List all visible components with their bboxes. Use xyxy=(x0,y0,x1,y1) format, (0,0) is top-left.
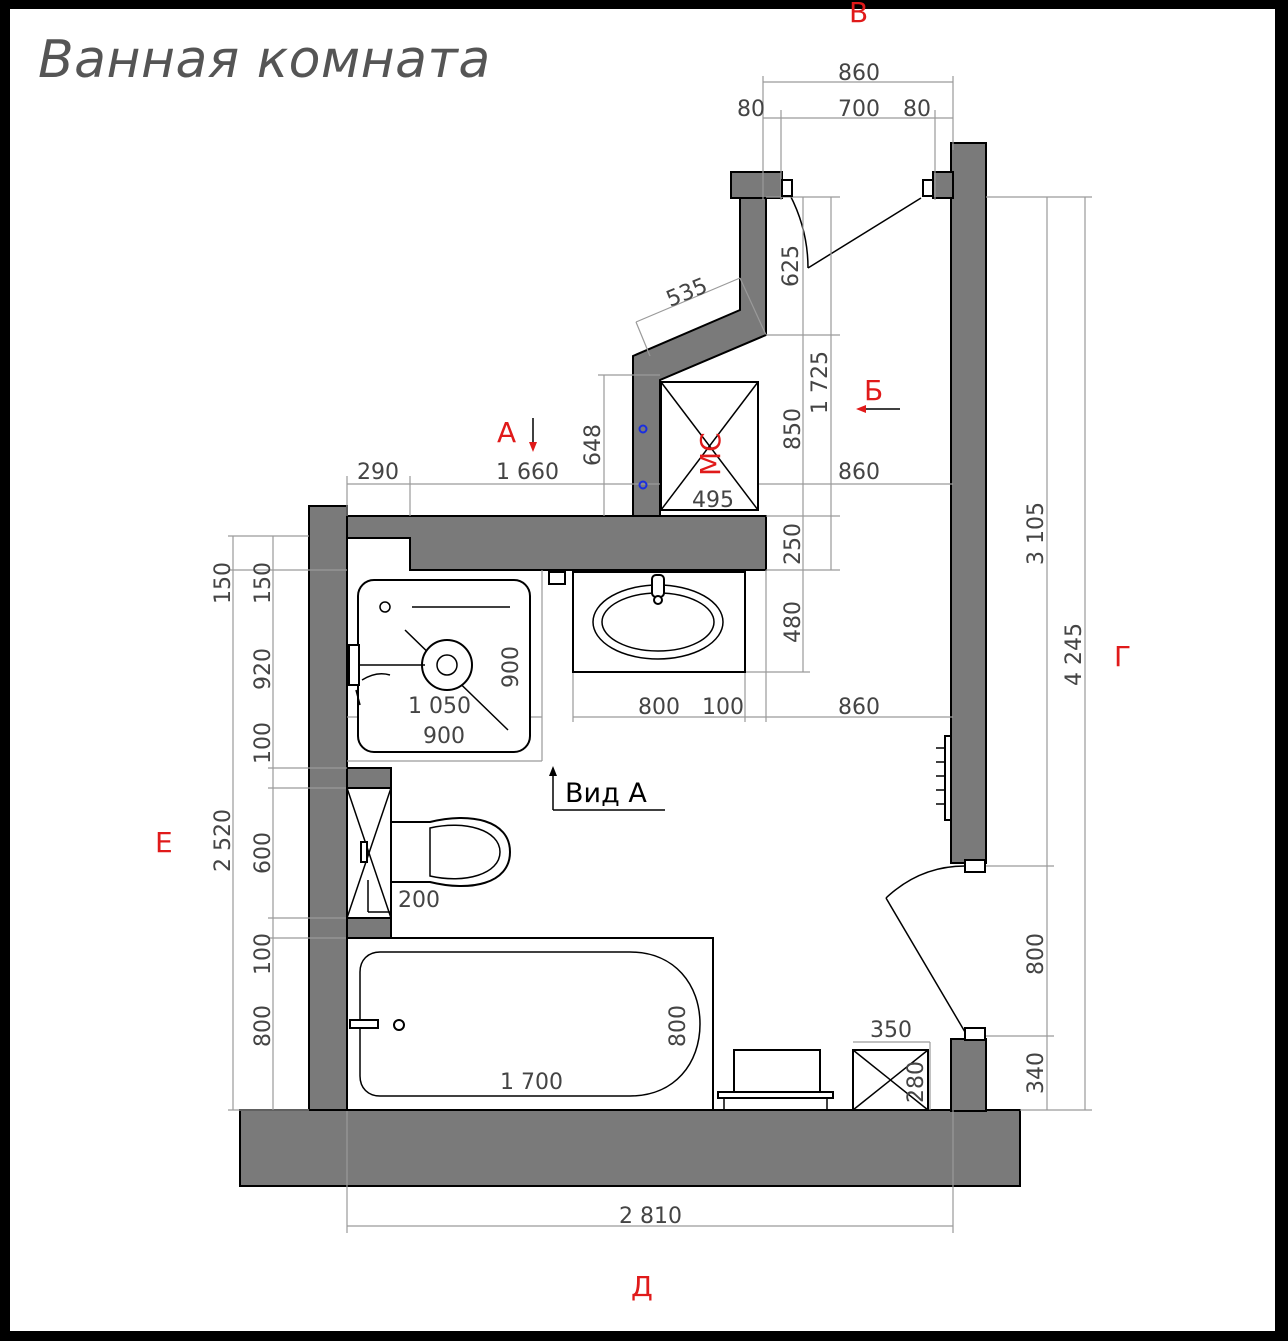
toilet xyxy=(346,787,512,919)
marker-d-bottom: Д xyxy=(631,1270,653,1303)
section-markers: В Б А Г Е Д МС Вид А xyxy=(155,0,1131,1303)
dimension-labels: 860 80 700 80 625 535 1 725 3 105 4 245 … xyxy=(211,61,1087,1229)
dim-280: 280 xyxy=(904,1061,929,1103)
dim-80-right: 80 xyxy=(903,97,931,122)
dim-80-left: 80 xyxy=(737,97,765,122)
washing-machine xyxy=(717,1049,834,1110)
wall-right-upper xyxy=(950,142,987,864)
dim-340: 340 xyxy=(1024,1052,1049,1094)
dim-3105: 3 105 xyxy=(1024,502,1049,565)
dim-535: 535 xyxy=(663,274,711,313)
wall-toilet-box-bottom xyxy=(346,917,392,939)
dim-150-inner: 150 xyxy=(251,562,276,604)
towel-radiator xyxy=(936,735,952,821)
dim-920: 920 xyxy=(251,648,276,690)
dim-2520: 2 520 xyxy=(211,809,236,872)
dim-100-bath: 100 xyxy=(251,933,276,975)
dim-800-sink: 800 xyxy=(638,695,680,720)
dim-600: 600 xyxy=(251,832,276,874)
dim-800-door: 800 xyxy=(1024,933,1049,975)
dim-860-top: 860 xyxy=(838,61,880,86)
dim-1700: 1 700 xyxy=(500,1070,563,1095)
wall-top-right-stub xyxy=(932,171,954,199)
door-right xyxy=(885,859,986,1041)
utility-box xyxy=(852,1049,929,1111)
wall-toilet-box-top xyxy=(346,767,392,789)
dim-800-bath: 800 xyxy=(251,1005,276,1047)
dim-495: 495 xyxy=(692,488,734,513)
dim-2810: 2 810 xyxy=(619,1204,682,1229)
dim-480: 480 xyxy=(781,601,806,643)
view-a-label: Вид А xyxy=(565,778,647,809)
label-mc: МС xyxy=(694,432,727,476)
dim-1725: 1 725 xyxy=(808,351,833,414)
dim-290: 290 xyxy=(357,460,399,485)
pipe-upper xyxy=(638,424,648,434)
dim-100-sink: 100 xyxy=(702,695,744,720)
marker-e-left: Е xyxy=(155,826,173,859)
pipe-lower xyxy=(638,480,648,490)
wall-bottom xyxy=(239,1109,1021,1187)
dim-850: 850 xyxy=(781,408,806,450)
dim-900-horizontal: 900 xyxy=(423,724,465,749)
dim-625: 625 xyxy=(779,245,804,287)
mc-shaft xyxy=(638,334,767,511)
dim-350: 350 xyxy=(870,1018,912,1043)
marker-b-right: Б xyxy=(864,374,883,407)
page-title: Ванная комната xyxy=(38,30,491,90)
dim-1050: 1 050 xyxy=(408,694,471,719)
wall-diagonal-shaft xyxy=(632,196,767,517)
marker-a-left: А xyxy=(497,416,516,449)
dim-100-left: 100 xyxy=(251,722,276,764)
bathtub xyxy=(346,937,714,1111)
wall-left xyxy=(308,505,348,1113)
shower-tray xyxy=(348,579,531,753)
fixtures xyxy=(346,179,986,1111)
dim-4245: 4 245 xyxy=(1062,623,1087,686)
view-a-indicator xyxy=(549,766,665,811)
marker-v-top: В xyxy=(849,0,868,29)
dim-1660: 1 660 xyxy=(496,460,559,485)
dim-900-vertical: 900 xyxy=(499,646,524,688)
dim-700: 700 xyxy=(838,97,880,122)
dim-860-mid: 860 xyxy=(838,460,880,485)
dim-648: 648 xyxy=(581,424,606,466)
dim-200: 200 xyxy=(398,888,440,913)
wall-right-lower xyxy=(950,1038,987,1112)
marker-g-right: Г xyxy=(1114,640,1131,673)
vanity-sink xyxy=(548,571,746,673)
dim-800-bath-vertical: 800 xyxy=(666,1005,691,1047)
dim-250: 250 xyxy=(781,523,806,565)
dim-860-low: 860 xyxy=(838,695,880,720)
dim-150-outer: 150 xyxy=(211,562,236,604)
wall-top-left-stub xyxy=(730,171,783,199)
